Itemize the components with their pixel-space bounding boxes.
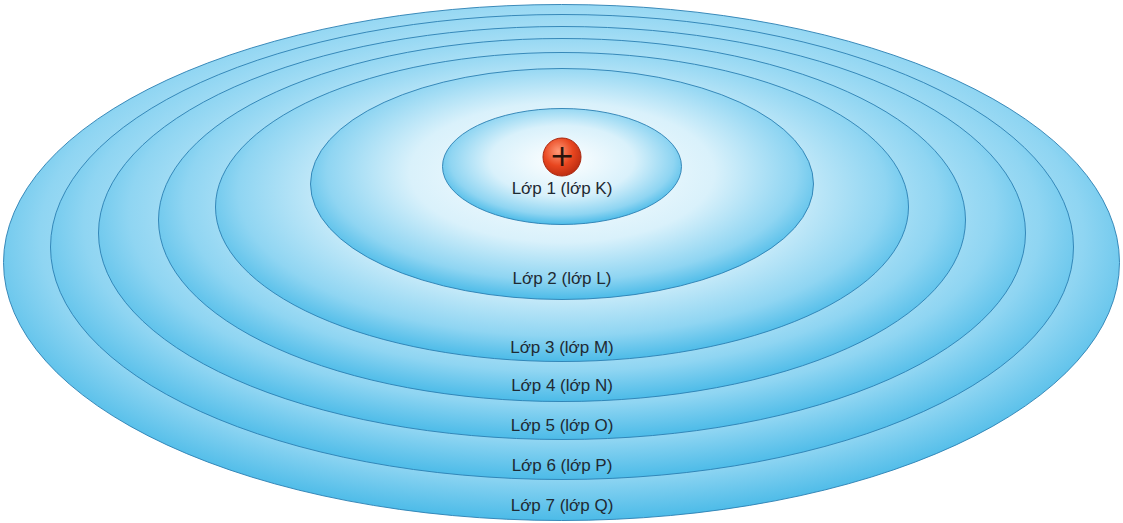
shell-label: Lớp 7 (lớp Q) [511, 497, 614, 514]
electron-shell: Lớp 3 (lớp M) Lớp 2 (lớp L) Lớp 1 (lớp K) + [215, 52, 909, 362]
electron-shell: Lớp 1 (lớp K) + [442, 108, 682, 225]
shell-label: Lớp 6 (lớp P) [512, 457, 613, 474]
electron-shell: Lớp 2 (lớp L) Lớp 1 (lớp K) + [310, 68, 814, 300]
shell-label: Lớp 3 (lớp M) [510, 339, 614, 356]
electron-shell: Lớp 7 (lớp Q)Lớp 6 (lớp P)Lớp 5 (lớp O)L… [3, 4, 1120, 521]
shell-label: Lớp 2 (lớp L) [513, 270, 612, 287]
electron-shell: Lớp 6 (lớp P) Lớp 5 (lớp O) Lớp 4 (lớp N) L… [50, 14, 1074, 480]
shell-label: Lớp 4 (lớp N) [511, 377, 613, 394]
charge-sign: + [549, 141, 574, 171]
electron-shell: Lớp 5 (lớp O)Lớp 4 (lớp N)Lớp 3 (lớp M)L… [98, 26, 1026, 440]
atomic-nucleus: + [542, 137, 582, 177]
shell-label: Lớp 5 (lớp O) [511, 417, 614, 434]
electron-shell: Lớp 4 (lớp N)Lớp 3 (lớp M)Lớp 2 (lớp L)L… [158, 38, 966, 402]
shell-label: Lớp 1 (lớp K) [512, 180, 613, 197]
